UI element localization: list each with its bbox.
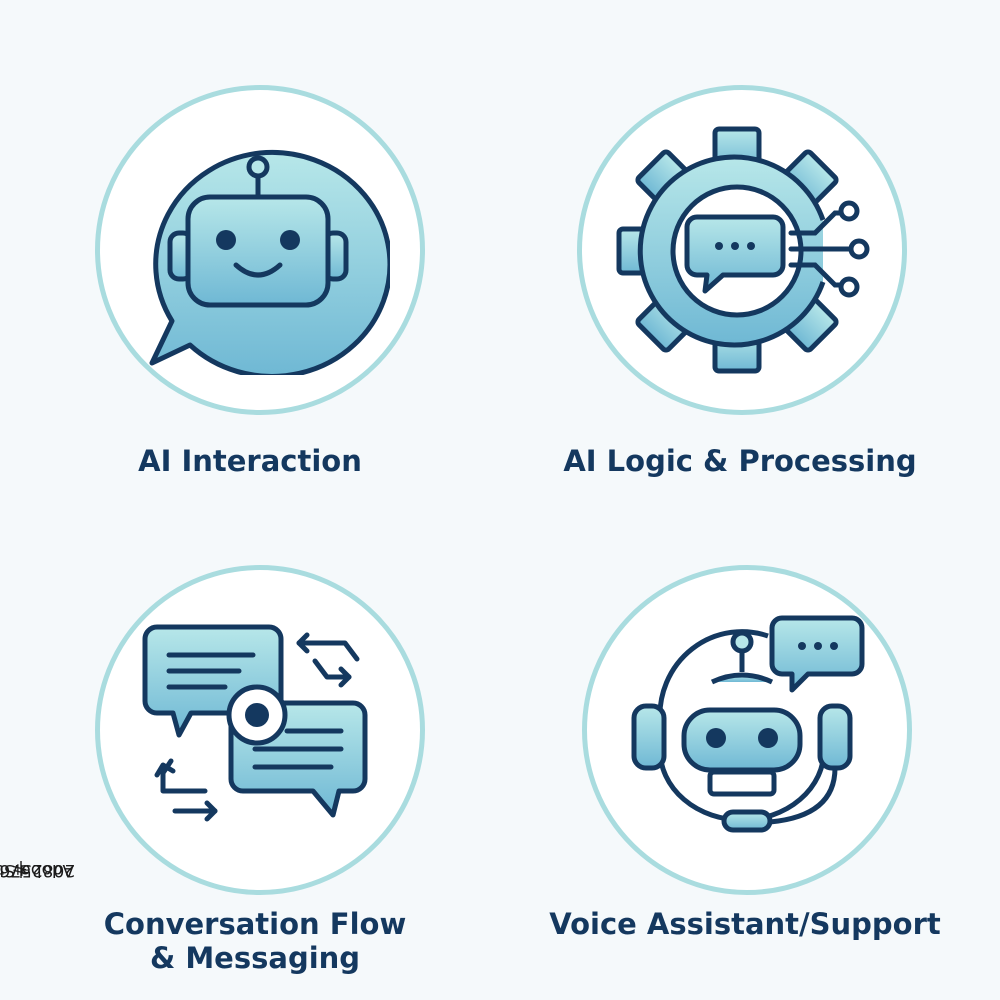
stock-id-text: Adobe Stock | #2082576559 — [0, 760, 75, 980]
conversation-flow-label-line2: & Messaging — [149, 941, 361, 975]
conversation-flow-label-line1: Conversation Flow — [103, 907, 407, 941]
headset-robot-icon — [631, 615, 865, 833]
voice-assistant-label: Voice Assistant/Support — [549, 907, 941, 941]
gear-circuit-icon — [616, 126, 870, 374]
robot-chat-bubble-icon — [149, 149, 390, 375]
stock-number: 2082576559 — [0, 860, 76, 880]
ai-logic-label: AI Logic & Processing — [563, 444, 917, 478]
ai-interaction-label: AI Interaction — [138, 444, 362, 478]
chat-bubbles-exchange-icon — [142, 624, 368, 822]
